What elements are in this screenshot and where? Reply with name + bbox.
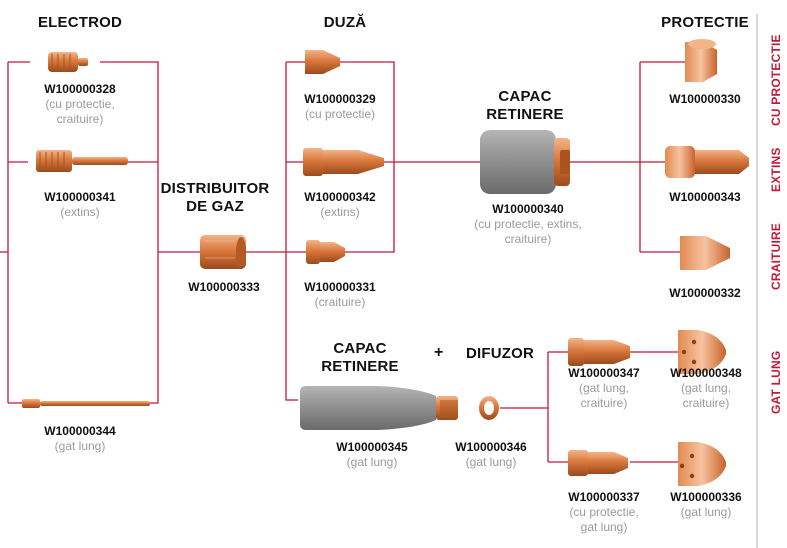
header-capac1-line1: CAPAC [498,88,552,105]
header-protectie: PROTECTIE [661,14,749,31]
code-w100000347: W100000347 [568,366,640,380]
code-w100000328: W100000328 [44,82,116,96]
side-label-cu-protectie: CU PROTECTIE [769,34,783,126]
note-w100000348-1: (gat lung, [680,381,732,395]
header-capac-retinere-2: CAPAC RETINERE [310,340,410,376]
note-w100000337-1: (cu protectie, [569,505,639,519]
header-capac1-line2: RETINERE [486,106,564,123]
note-w100000345-1: (gat lung) [346,455,398,469]
retaining-cap-w100000340 [480,130,570,194]
note-w100000341-1: (extins) [60,205,100,219]
code-w100000341: W100000341 [44,190,116,204]
code-w100000332: W100000332 [669,286,741,300]
note-w100000337-2: gat lung) [580,520,628,534]
side-label-craituire: CRAITUIRE [769,222,783,290]
shield-w100000336 [678,442,726,486]
side-label-gat-lung: GAT LUNG [769,350,783,414]
note-w100000347-2: craituire) [580,396,628,410]
header-electrod: ELECTROD [37,14,123,31]
note-w100000336-1: (gat lung) [680,505,732,519]
code-w100000330: W100000330 [669,92,741,106]
note-w100000344-1: (gat lung) [54,439,106,453]
gas-distributor-w100000333 [200,235,246,269]
nozzle-w100000329 [305,50,340,74]
code-w100000331: W100000331 [304,280,376,294]
side-label-extins: EXTINS [769,147,783,192]
shield-w100000332 [680,236,730,270]
header-duza: DUZĂ [323,14,367,31]
code-w100000340: W100000340 [492,202,564,216]
header-distribuitor-line2: DE GAZ [186,198,244,215]
nozzle-w100000347 [568,338,630,366]
nozzle-w100000337 [568,450,628,476]
diffuser-w100000346 [479,396,499,420]
header-difuzor: DIFUZOR [465,345,535,362]
note-w100000348-2: craituire) [682,396,730,410]
retaining-cap-w100000345 [300,386,458,430]
nozzle-w100000331 [306,240,345,264]
note-w100000346-1: (gat lung) [465,455,517,469]
code-w100000342: W100000342 [304,190,376,204]
note-w100000328-2: craituire) [56,112,104,126]
shield-w100000343 [665,146,749,178]
shield-w100000348 [678,330,726,374]
header-capac2-line1: CAPAC [333,340,387,357]
code-w100000337: W100000337 [568,490,640,504]
electrode-w100000344 [22,399,150,408]
code-w100000336: W100000336 [670,490,742,504]
header-capac2-line2: RETINERE [321,358,399,375]
note-w100000347-1: (gat lung, [578,381,630,395]
nozzle-w100000342 [303,148,384,176]
code-w100000345: W100000345 [336,440,408,454]
header-distribuitor-line1: DISTRIBUITOR [160,180,270,197]
note-w100000340-1: (cu protectie, extins, [474,217,582,231]
shield-w100000330 [685,39,717,82]
code-w100000344: W100000344 [44,424,116,438]
code-w100000343: W100000343 [669,190,741,204]
code-w100000346: W100000346 [455,440,527,454]
header-distribuitor: DISTRIBUITOR DE GAZ [160,180,270,216]
electrode-w100000328 [48,52,88,72]
code-w100000348: W100000348 [670,366,742,380]
plus-sign: + [434,344,444,361]
note-w100000331-1: (craituire) [314,295,366,309]
note-w100000329-1: (cu protectie) [304,107,376,121]
code-w100000329: W100000329 [304,92,376,106]
electrode-w100000341 [36,150,128,172]
header-capac-retinere-1: CAPAC RETINERE [470,88,580,124]
note-w100000342-1: (extins) [320,205,360,219]
code-w100000333: W100000333 [188,280,260,294]
note-w100000340-2: craituire) [504,232,552,246]
note-w100000328-1: (cu protectie, [45,97,115,111]
